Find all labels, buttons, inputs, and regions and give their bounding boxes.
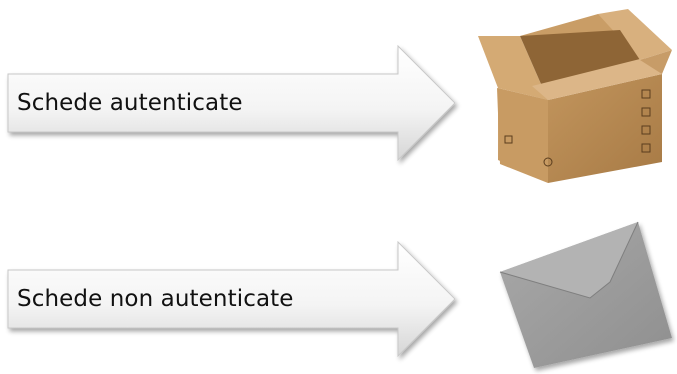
row-label-authenticated: Schede autenticate xyxy=(17,90,243,116)
cardboard-box-icon xyxy=(478,9,672,183)
row-label-not-authenticated: Schede non autenticate xyxy=(17,286,294,312)
envelope-icon xyxy=(499,221,672,368)
arrow-1 xyxy=(7,44,456,162)
arrow-2 xyxy=(7,240,456,358)
